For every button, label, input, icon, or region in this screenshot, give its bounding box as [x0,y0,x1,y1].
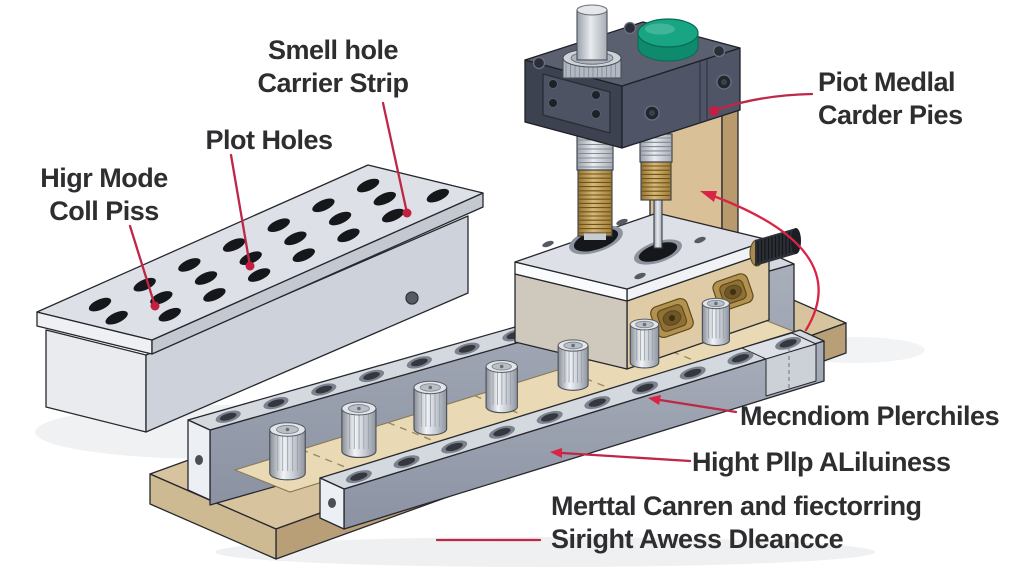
curved-arrow [706,192,820,332]
leader-alignment [560,451,692,463]
annotations [128,92,820,542]
plate-hole [356,178,380,193]
rail-hole-inner [397,457,416,466]
guide-pin [485,360,518,414]
plate-hole [239,251,262,266]
section-line [301,448,357,473]
label-line: Merttal Canren and fiectorring [551,491,922,521]
arrowhead [700,191,717,202]
label-line: Higr Mode [40,163,168,193]
punch-head-assembly [524,4,741,249]
rail-hole-inner [493,428,511,437]
leader-carrier-strip [381,101,409,215]
label-alignment: Hight Pllp ALiluiness [692,446,951,479]
guide-pin [629,318,660,369]
knurled-knob [749,228,801,267]
plate-hole [150,291,173,305]
guide-pins [269,297,730,481]
rail-hole-inner [458,344,476,353]
rail-hole-inner [445,442,463,452]
label-line: Mecndiom Plerchiles [740,401,1000,431]
rail-hole-inner [731,354,750,363]
label-medium-punches: Mecndiom Plerchiles [740,400,1000,433]
label-pilot-pins: Piot Medlal Carder Pies [818,66,963,132]
arrowhead [648,395,661,405]
label-pilot-holes: Plot Holes [205,124,333,157]
label-line: Carder Pies [818,100,963,130]
plate-hole [178,258,201,272]
plate-hole [194,271,218,285]
punch-threads [578,137,671,234]
plate-hole [133,277,156,292]
plate-hole [222,238,246,252]
section-line [387,421,444,446]
plate-hole [267,218,290,233]
label-line: Hight Pllp ALiluiness [692,447,951,477]
rail-hole-inner [363,372,380,380]
plate-holes [88,178,450,325]
carrier-strip-plate [36,164,484,433]
plate-hole [426,188,450,203]
plate-hole [292,248,315,263]
die-block [514,212,801,370]
plate-hole [88,297,112,312]
plate-hole [247,268,271,282]
section-line [561,368,617,392]
brass-fitting [650,297,694,339]
plate-hole [203,288,226,302]
leader-pilot-pins [714,92,814,112]
rail-hole-inner [541,413,559,422]
rail-hole-inner [219,412,237,421]
plate-hole [373,191,396,206]
guide-pin [557,339,589,391]
guide-pin [341,401,377,459]
guide-pin [269,422,306,481]
arrowhead [550,448,562,458]
rail-hole-inner [684,368,702,378]
rail-hole-inner [315,385,333,394]
label-line: Siright Awess Dleancce [551,524,844,554]
leader-pilot-holes [229,153,252,268]
label-line: Plot Holes [205,125,333,155]
plate-hole [284,231,307,246]
plate-hole [337,228,360,243]
rail-hole-inner [779,339,797,348]
label-line: Piot Medlal [818,67,956,97]
rail-hole-inner [588,398,606,407]
label-line: Smell hole [267,35,399,65]
leader-medium-punches [658,398,738,414]
guide-pin [413,380,448,436]
near-rail-holes [345,336,802,484]
label-base-note: Merttal Canren and fiectorring Siright A… [551,490,922,556]
plate-hole [381,208,405,223]
label-line: Coll Piss [49,196,159,226]
green-button [637,18,699,62]
plate-hole [158,307,181,322]
rail-hole-inner [411,358,428,367]
leader-punch-plate [128,224,157,308]
rail-hole-inner [636,383,654,392]
label-line: Carrier Strip [257,68,409,98]
section-line [647,341,704,365]
label-punch-plate: Higr Mode Coll Piss [40,162,168,228]
rail-hole-inner [350,472,368,481]
guide-pin [701,297,730,347]
ram-shaft [562,4,622,79]
near-rail [319,329,825,530]
plate-hole [328,211,352,226]
plate-hole [312,198,335,213]
label-carrier-strip: Smell hole Carrier Strip [257,34,409,100]
rail-hole-inner [267,399,285,408]
plate-hole [105,310,128,325]
